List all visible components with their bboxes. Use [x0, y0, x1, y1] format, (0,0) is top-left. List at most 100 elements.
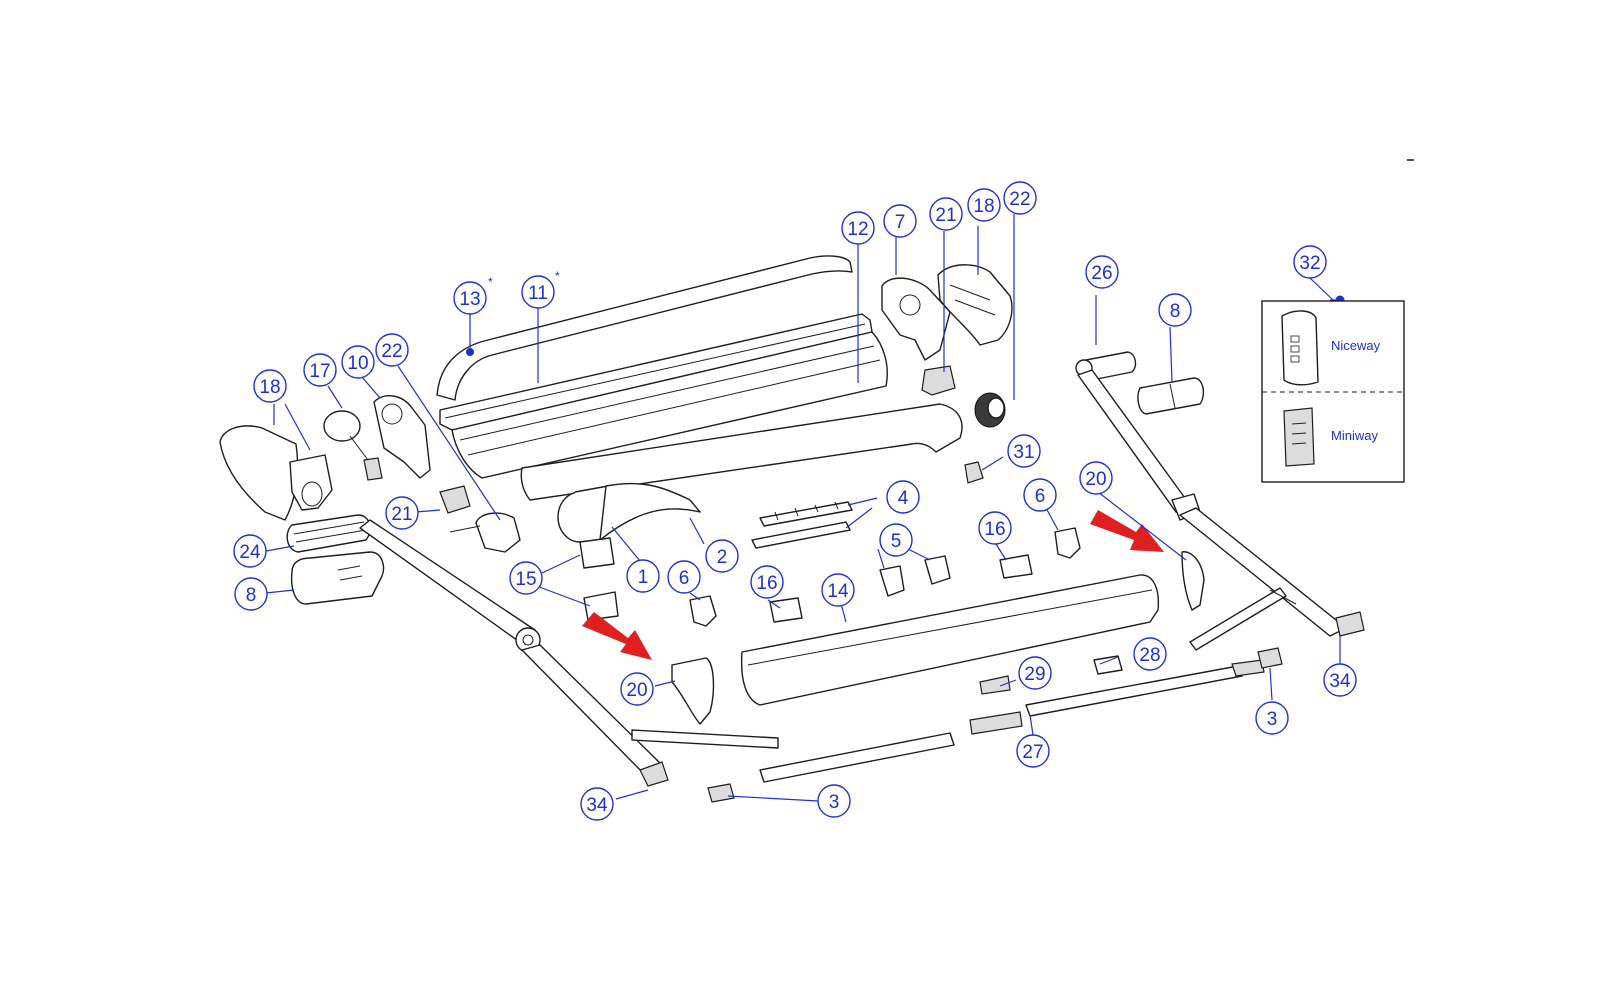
- highlight-arrow-right: [1090, 510, 1164, 552]
- leader-line: [397, 365, 501, 521]
- leader-line: [265, 589, 295, 594]
- callout-circle: [967, 188, 1001, 222]
- callout-number: 3: [829, 792, 840, 813]
- callouts: 13 * 11 * 12 7 21 18 22 18 17 10 22 21 2…: [233, 181, 1357, 821]
- callout-number: 28: [1139, 645, 1160, 666]
- callout-circle: [1007, 434, 1041, 468]
- callout-circle: [341, 345, 375, 379]
- callout-circle: [667, 560, 701, 594]
- leader-dot: [466, 348, 474, 356]
- callout-circle: [253, 369, 287, 403]
- callout-16-right: 16: [978, 511, 1012, 545]
- callout-16-left: 16: [750, 565, 784, 599]
- remote-legend: Niceway Miniway: [1261, 300, 1405, 483]
- legend-option-miniway: Miniway: [1331, 428, 1378, 443]
- callout-number: 14: [827, 581, 849, 602]
- callout-5: 5: [879, 523, 913, 557]
- part-clip-3-left: [707, 783, 735, 803]
- part-support-bar-right: [1189, 587, 1287, 651]
- callout-number: 8: [246, 585, 257, 606]
- remote-keypad-icon: [1291, 422, 1307, 445]
- part-arm-head-26: [1085, 351, 1137, 381]
- leader-line: [847, 497, 878, 506]
- callout-circle: [879, 523, 913, 557]
- part-clip-3-right: [1257, 647, 1283, 669]
- callout-17: 17: [303, 353, 337, 387]
- leader-line: [1169, 326, 1173, 383]
- callout-circle: [509, 561, 543, 595]
- callout-27: 27: [1016, 734, 1050, 768]
- callout-18-left: 18: [253, 369, 287, 403]
- callout-31: 31: [1007, 434, 1041, 468]
- part-end-cap-18-left: [219, 425, 299, 521]
- callout-18-right: 18: [967, 188, 1001, 222]
- part-end-plate-7: [881, 277, 951, 361]
- callout-32-leader: [1309, 277, 1334, 301]
- callout-number: 15: [515, 569, 536, 590]
- part-lower-bar-left: [759, 732, 955, 783]
- callout-circle: [1133, 637, 1167, 671]
- leader-line: [654, 680, 676, 687]
- callout-circle: [886, 480, 920, 514]
- callout-2: 2: [705, 539, 739, 573]
- arm-left-elbow-pin: [522, 634, 534, 646]
- remote-button-icon: [1290, 335, 1300, 343]
- leader-line: [284, 403, 311, 451]
- end-plate-7-hole: [899, 294, 921, 316]
- callout-circle: [1085, 255, 1119, 289]
- leader-line: [845, 507, 873, 529]
- callout-number: 20: [626, 680, 647, 701]
- leader-line: [1045, 507, 1059, 531]
- callout-circle: [1079, 461, 1113, 495]
- motor-8-right-seam: [1169, 383, 1176, 409]
- callout-21-right: 21: [929, 197, 963, 231]
- front-bar-14-edge: [747, 589, 1153, 666]
- callout-number: 13: [459, 289, 480, 310]
- rail-4-slots: [774, 501, 839, 521]
- callout-circle: [821, 573, 855, 607]
- callout-15: 15: [509, 561, 543, 595]
- callout-circle: [1323, 663, 1357, 697]
- callout-number: 18: [973, 196, 994, 217]
- part-top-cover: [436, 255, 853, 401]
- leader-line: [995, 543, 1007, 561]
- callout-number: 29: [1024, 664, 1045, 685]
- asterisk-note: *: [555, 269, 560, 283]
- drive-22-left-shaft: [449, 525, 481, 533]
- part-end-cap-18-right: [937, 264, 1013, 346]
- part-motor-8-right: [1137, 377, 1205, 415]
- callout-12: 12: [841, 211, 875, 245]
- part-cassette-body: [451, 331, 888, 479]
- callout-number: 34: [1329, 671, 1351, 692]
- callout-number: 18: [259, 377, 280, 398]
- leader-line: [877, 548, 885, 569]
- callout-number: 20: [1085, 469, 1106, 490]
- leader-line: [1269, 667, 1273, 701]
- highlight-arrows: [582, 510, 1164, 660]
- callout-number: 22: [1009, 189, 1030, 210]
- callout-circle: [303, 353, 337, 387]
- part-29: [979, 675, 1011, 695]
- callout-8-left: 8: [234, 577, 268, 611]
- leader-line: [907, 548, 931, 561]
- leader-line: [533, 584, 591, 607]
- part-drive-22-left: [475, 512, 521, 553]
- part-side-plate-10: [373, 395, 431, 479]
- callout-circle: [620, 672, 654, 706]
- callout-7: 7: [883, 204, 917, 238]
- leader-line: [1099, 656, 1119, 665]
- leader-line: [615, 789, 649, 800]
- bracket-left-hole: [301, 481, 323, 507]
- remote-button-icon: [1290, 355, 1300, 363]
- callout-number: 3: [1267, 709, 1278, 730]
- callout-10: 10: [341, 345, 375, 379]
- cassette-groove-2: [467, 359, 881, 456]
- part-clip-16-left: [769, 597, 803, 623]
- part-block-31: [964, 461, 984, 484]
- callout-number: 31: [1013, 442, 1034, 463]
- part-bracket-15-bottom: [583, 591, 619, 621]
- callout-number: 21: [935, 205, 956, 226]
- callout-28: 28: [1133, 637, 1167, 671]
- part-bracket-15-top: [579, 537, 615, 569]
- callout-number: 27: [1022, 742, 1043, 763]
